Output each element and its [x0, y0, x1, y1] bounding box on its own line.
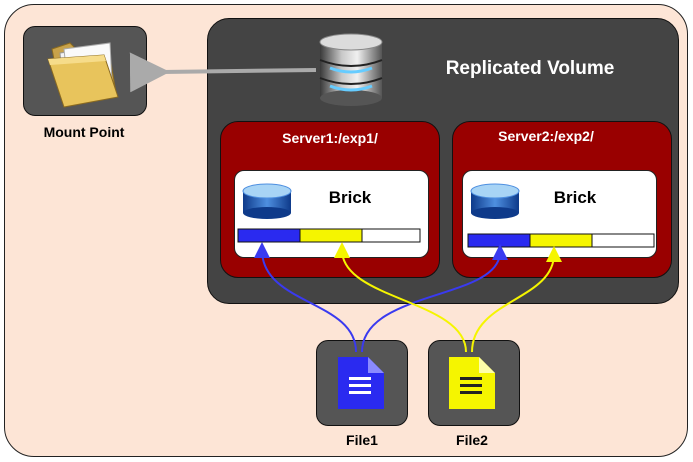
- folder-icon: [47, 42, 119, 108]
- volume-title: Replicated Volume: [445, 58, 615, 79]
- brick-2: [462, 170, 657, 258]
- file-1-label: File1: [346, 432, 378, 448]
- mount-point-label: Mount Point: [43, 124, 125, 140]
- server-2-label: Server2:/exp2/: [498, 128, 594, 144]
- brick-1: [234, 170, 429, 258]
- file-2-box: [428, 340, 520, 426]
- server-1-label: Server1:/exp1/: [282, 130, 378, 146]
- brick-1-label: Brick: [328, 188, 372, 207]
- file-2-label: File2: [456, 432, 488, 448]
- file-1-box: [316, 340, 408, 426]
- mount-point-box: [23, 26, 147, 116]
- brick-2-label: Brick: [553, 188, 597, 207]
